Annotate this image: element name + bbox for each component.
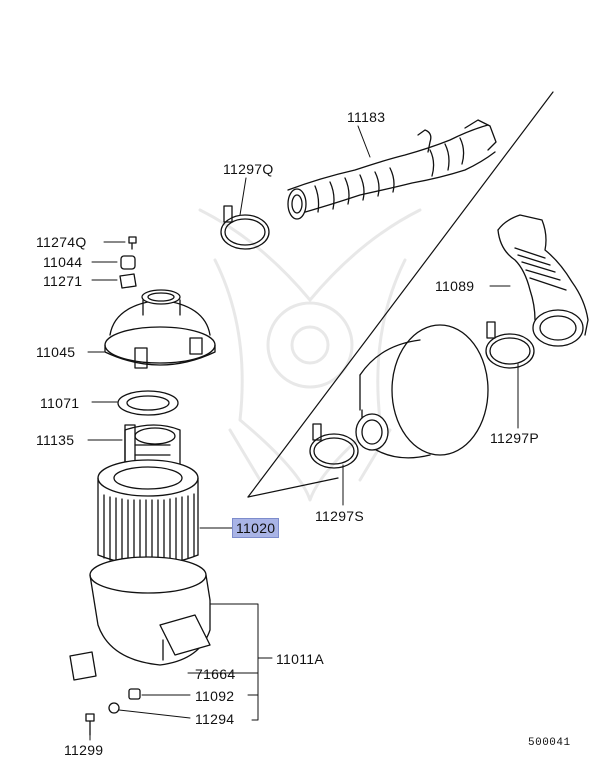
callout-11297s: 11297S [315,508,365,524]
watermark-logo [198,208,422,502]
air-cleaner-cover-11045 [104,289,216,369]
callout-11271: 11271 [43,273,83,289]
air-cleaner-housing-body [355,324,489,459]
hose-clamp-11297p [485,321,535,369]
callout-11297q: 11297Q [223,161,274,177]
airflow-sensor-11135 [124,424,181,471]
leader-lines [87,125,519,741]
hose-clamp-11297s [309,423,359,469]
callout-11297p: 11297P [490,430,540,446]
callout-11135: 11135 [36,432,75,448]
callout-11045: 11045 [36,344,76,360]
callout-11020-highlighted[interactable]: 11020 [232,518,280,538]
bolt-11299 [85,713,95,736]
air-cleaner-case-11011a [89,556,211,666]
callout-71664: 71664 [195,666,236,682]
callout-11044: 11044 [43,254,83,270]
callout-11294: 11294 [195,711,235,727]
callout-11183: 11183 [347,109,386,125]
outlet-duct-11089 [497,214,589,347]
gasket-11071 [117,390,179,416]
callout-11071: 11071 [40,395,80,411]
bolt-11274q [128,236,137,250]
callout-11299: 11299 [64,742,104,758]
bracket-11271 [119,273,137,289]
nut-11092 [128,688,141,700]
hose-clamp-11297q [220,205,270,250]
diagram-code: 500041 [528,737,571,749]
label-71664 [69,651,97,681]
air-filter-element-11020 [97,459,199,566]
nut-11044 [120,255,136,270]
callout-11089: 11089 [435,278,475,294]
callout-11011a: 11011A [276,651,324,667]
intake-hose-11183 [287,119,497,220]
boundary-lines [247,91,554,498]
callout-11274q: 11274Q [36,234,87,250]
grommet-11294 [108,702,120,714]
callout-11092: 11092 [195,688,235,704]
